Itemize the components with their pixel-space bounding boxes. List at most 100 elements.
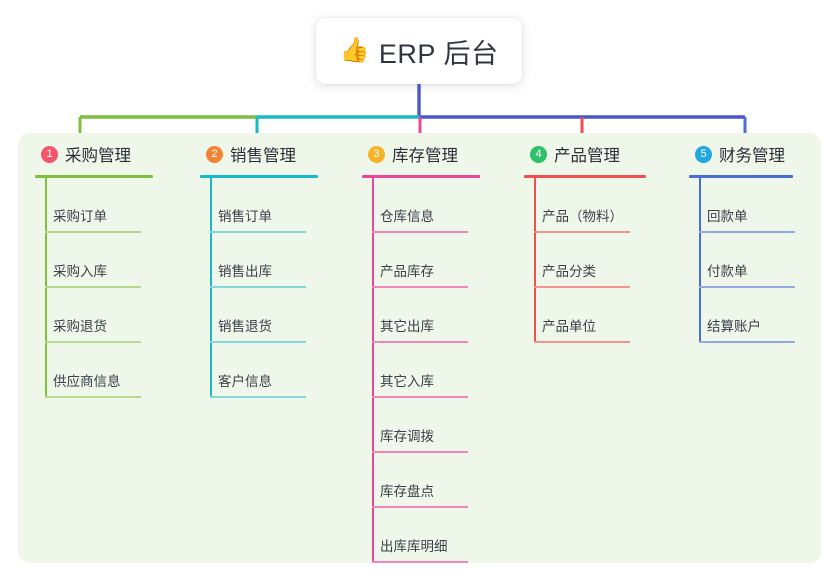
branch-item-label: 库存调拨 — [380, 429, 434, 444]
branch-index-badge: 1 — [41, 145, 58, 163]
branch-title: 库存管理 — [392, 147, 458, 165]
thumbs-up-icon: 👍 — [339, 37, 370, 64]
branch-index-badge: 5 — [695, 145, 712, 163]
branch-item-underline — [534, 341, 630, 343]
branch-underline — [200, 175, 318, 178]
branch-index-badge: 4 — [530, 145, 547, 163]
branch-item-underline — [372, 341, 468, 343]
branch-item-underline — [45, 231, 141, 233]
branch-item[interactable]: 销售出库 — [196, 233, 361, 288]
branch-underline — [689, 175, 793, 178]
branch-item-underline — [210, 396, 306, 398]
root-node-card[interactable]: 👍 ERP 后台 — [316, 18, 522, 84]
branch-item[interactable]: 采购订单 — [31, 178, 196, 233]
branch-item[interactable]: 采购入库 — [31, 233, 196, 288]
page-title: 👍 ERP 后台 — [340, 32, 499, 71]
branch-item-list: 产品（物料） 产品分类产品单位 — [520, 178, 685, 343]
branch-column-5: 5 财务管理回款单付款单结算账户 — [685, 133, 839, 343]
branch-item-list: 采购订单采购入库采购退货供应商信息 — [31, 178, 196, 398]
branch-item-underline — [210, 286, 306, 288]
branch-item-label: 其它入库 — [380, 374, 434, 389]
branch-item-label: 出库库明细 — [380, 539, 448, 554]
branch-column-1: 1 采购管理采购订单采购入库采购退货供应商信息 — [31, 133, 196, 398]
branch-item[interactable]: 其它出库 — [358, 288, 523, 343]
branch-header-3[interactable]: 3 库存管理 — [358, 133, 523, 175]
branch-item[interactable]: 出库库明细 — [358, 508, 523, 563]
branch-item-list: 回款单付款单结算账户 — [685, 178, 839, 343]
branch-header-4[interactable]: 4 产品管理 — [520, 133, 685, 175]
branch-spine — [372, 178, 374, 563]
branch-item-underline — [210, 341, 306, 343]
branch-index-badge: 3 — [368, 145, 385, 163]
branch-item-underline — [372, 451, 468, 453]
branch-item[interactable]: 客户信息 — [196, 343, 361, 398]
branch-item-list: 仓库信息产品库存其它出库其它入库库存调拨库存盘点出库库明细 — [358, 178, 523, 563]
branch-item-label: 销售订单 — [218, 209, 272, 224]
branch-item-underline — [45, 341, 141, 343]
branch-spine — [534, 178, 536, 343]
branch-title: 采购管理 — [65, 147, 131, 165]
branch-item-label: 产品单位 — [542, 319, 596, 334]
branch-underline — [35, 175, 153, 178]
branch-item[interactable]: 付款单 — [685, 233, 839, 288]
branch-item[interactable]: 销售退货 — [196, 288, 361, 343]
branch-spine — [45, 178, 47, 398]
root-title-text: ERP 后台 — [378, 38, 499, 69]
branch-header-2[interactable]: 2 销售管理 — [196, 133, 361, 175]
branch-item[interactable]: 结算账户 — [685, 288, 839, 343]
branch-item[interactable]: 回款单 — [685, 178, 839, 233]
branch-item-label: 销售出库 — [218, 264, 272, 279]
branch-item-underline — [372, 561, 468, 563]
branch-item-label: 其它出库 — [380, 319, 434, 334]
branch-item-label: 供应商信息 — [53, 374, 121, 389]
branch-item-underline — [45, 286, 141, 288]
branch-item[interactable]: 产品分类 — [520, 233, 685, 288]
branch-underline — [524, 175, 646, 178]
branch-item-underline — [699, 231, 795, 233]
branch-item-label: 采购入库 — [53, 264, 107, 279]
branch-header-1[interactable]: 1 采购管理 — [31, 133, 196, 175]
branches-panel — [18, 133, 821, 563]
branch-spine — [699, 178, 701, 343]
branch-item-underline — [45, 396, 141, 398]
branch-title: 财务管理 — [719, 147, 785, 165]
branch-title: 产品管理 — [554, 147, 620, 165]
branch-item-label: 客户信息 — [218, 374, 272, 389]
branch-title: 销售管理 — [230, 147, 296, 165]
branch-item[interactable]: 产品单位 — [520, 288, 685, 343]
branch-item[interactable]: 产品库存 — [358, 233, 523, 288]
branch-spine — [210, 178, 212, 398]
branch-item-underline — [534, 286, 630, 288]
branch-item-label: 采购退货 — [53, 319, 107, 334]
branch-item-label: 仓库信息 — [380, 209, 434, 224]
branch-item[interactable]: 库存调拨 — [358, 398, 523, 453]
branch-item-underline — [372, 231, 468, 233]
branch-item-label: 付款单 — [707, 264, 748, 279]
branch-item-label: 库存盘点 — [380, 484, 434, 499]
branch-item-underline — [534, 231, 630, 233]
branch-item-underline — [372, 396, 468, 398]
branch-item-label: 产品分类 — [542, 264, 596, 279]
branch-item-underline — [372, 506, 468, 508]
branch-header-5[interactable]: 5 财务管理 — [685, 133, 839, 175]
branch-item-underline — [372, 286, 468, 288]
branch-item-label: 产品（物料） — [542, 209, 623, 224]
branch-column-3: 3 库存管理仓库信息产品库存其它出库其它入库库存调拨库存盘点出库库明细 — [358, 133, 523, 563]
branch-item[interactable]: 产品（物料） — [520, 178, 685, 233]
branch-item-underline — [699, 286, 795, 288]
branch-item-label: 结算账户 — [707, 319, 761, 334]
branch-item[interactable]: 供应商信息 — [31, 343, 196, 398]
branch-item-label: 采购订单 — [53, 209, 107, 224]
branch-item-underline — [210, 231, 306, 233]
branch-item-label: 销售退货 — [218, 319, 272, 334]
branch-item[interactable]: 其它入库 — [358, 343, 523, 398]
branch-underline — [362, 175, 480, 178]
branch-index-badge: 2 — [206, 145, 223, 163]
branch-item[interactable]: 库存盘点 — [358, 453, 523, 508]
branch-item[interactable]: 销售订单 — [196, 178, 361, 233]
branch-item-list: 销售订单销售出库销售退货客户信息 — [196, 178, 361, 398]
branch-column-4: 4 产品管理产品（物料） 产品分类产品单位 — [520, 133, 685, 343]
branch-item[interactable]: 采购退货 — [31, 288, 196, 343]
branch-item[interactable]: 仓库信息 — [358, 178, 523, 233]
